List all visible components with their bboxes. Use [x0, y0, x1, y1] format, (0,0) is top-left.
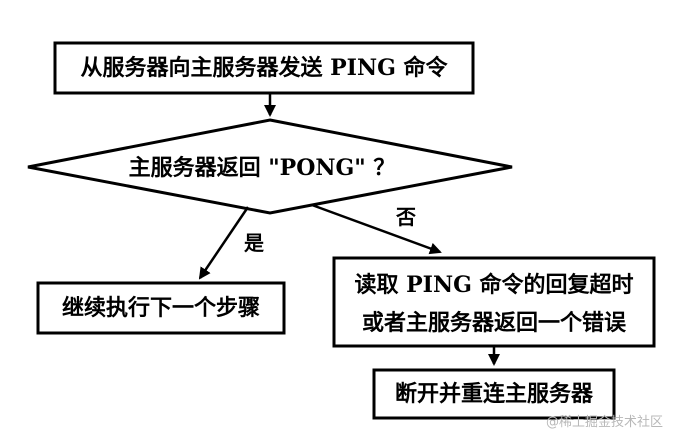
no-label: 否 — [395, 205, 416, 229]
reconnect-label: 断开并重连主服务器 — [395, 381, 594, 407]
yes-label: 是 — [243, 231, 264, 255]
reconnect-box — [372, 368, 616, 420]
pong-decision-label: 主服务器返回 "PONG" ？ — [129, 155, 396, 181]
arrow-yes — [198, 206, 250, 280]
timeout-label-line1: 读取 PING 命令的回复超时 — [354, 272, 633, 298]
send-ping-label: 从服务器向主服务器发送 PING 命令 — [80, 55, 448, 81]
send-ping-box — [53, 41, 475, 95]
watermark: @稀土掘金技术社区 — [545, 415, 663, 430]
pong-decision-diamond — [27, 118, 513, 215]
timeout-label-line2: 或者主服务器返回一个错误 — [362, 310, 627, 336]
continue-box — [36, 281, 286, 335]
continue-label: 继续执行下一个步骤 — [62, 295, 260, 321]
arrow-no — [311, 203, 442, 255]
timeout-error-box — [332, 256, 656, 348]
